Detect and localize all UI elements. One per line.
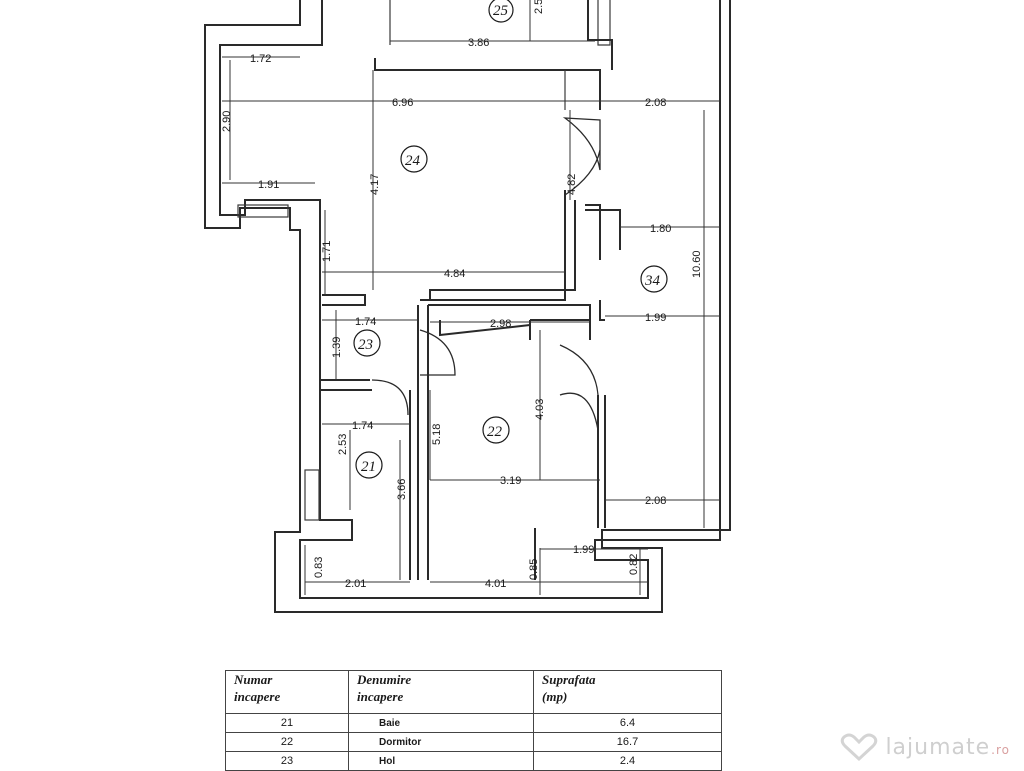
room-area-table: Numar incapere Denumire incapere Suprafa… (225, 670, 722, 771)
room-21-number: 21 (361, 459, 376, 475)
dim-label: 4.82 (566, 174, 578, 195)
cell-room-number: 21 (225, 713, 349, 733)
dim-label: 1.39 (331, 337, 343, 358)
dim-label: 1.80 (650, 223, 671, 235)
dim-label: 2.90 (221, 111, 233, 132)
header-room-area: Suprafata (mp) (533, 670, 722, 714)
dim-label: 0.83 (313, 557, 325, 578)
room-34-marker: 34 (640, 265, 668, 293)
header-room-number: Numar incapere (225, 670, 349, 714)
cell-room-area: 16.7 (533, 732, 722, 752)
room-34-number: 34 (644, 273, 661, 289)
room-23-marker: 23 (353, 329, 381, 357)
dim-label: 1.74 (355, 316, 376, 328)
dim-label: 5.18 (431, 424, 443, 445)
table-row: 22 Dormitor 16.7 (225, 732, 722, 752)
dim-label: 1.72 (250, 53, 271, 65)
header-room-name: Denumire incapere (348, 670, 534, 714)
room-24-marker: 24 (400, 145, 428, 173)
dim-label: 1.91 (258, 179, 279, 191)
dimension-labels: 1.72 3.86 2.90 6.96 2.08 4.17 1.91 4.82 … (221, 0, 703, 590)
dim-label: 4.17 (369, 174, 381, 195)
outer-walls (204, 0, 731, 613)
dim-label: 0.85 (528, 559, 540, 580)
cell-room-number: 22 (225, 732, 349, 752)
watermark-tld: .ro (991, 743, 1010, 757)
room-22-marker: 22 (482, 416, 510, 444)
room-25-number: 25 (493, 3, 509, 19)
dim-label: 2.5 (533, 0, 545, 14)
cell-room-name: Dormitor (348, 732, 534, 752)
watermark-brand: lajumate (885, 734, 991, 760)
dim-label: 2.08 (645, 495, 666, 507)
dim-label: 6.96 (392, 97, 413, 109)
dim-label: 2.08 (645, 97, 666, 109)
dim-label: 1.99 (573, 544, 594, 556)
table-row: 23 Hol 2.4 (225, 751, 722, 771)
room-22-number: 22 (487, 424, 503, 440)
dim-label: 3.86 (468, 37, 489, 49)
room-23-number: 23 (358, 337, 373, 353)
room-24-number: 24 (405, 153, 421, 169)
dim-label: 4.01 (485, 578, 506, 590)
watermark: lajumate.ro (839, 732, 1010, 762)
table-row: 21 Baie 6.4 (225, 713, 722, 733)
dim-label: 2.01 (345, 578, 366, 590)
dim-label: 3.66 (396, 479, 408, 500)
room-21-marker: 21 (355, 451, 383, 479)
room-25-marker: 25 (488, 0, 514, 23)
dim-label: 4.03 (534, 399, 546, 420)
door-swings (371, 117, 601, 431)
dim-label: 2.98 (490, 318, 511, 330)
dimension-lines (222, 0, 720, 595)
dim-label: 1.71 (321, 241, 333, 262)
dim-label: 1.74 (352, 420, 373, 432)
dim-label: 4.84 (444, 268, 465, 280)
dim-label: 3.19 (500, 475, 521, 487)
cell-room-name: Baie (348, 713, 534, 733)
dim-label: 1.99 (645, 312, 666, 324)
cell-room-area: 6.4 (533, 713, 722, 733)
dim-label: 2.53 (337, 434, 349, 455)
dim-label: 10.60 (691, 250, 703, 278)
table-header-row: Numar incapere Denumire incapere Suprafa… (225, 670, 722, 714)
heart-logo-icon (841, 733, 878, 762)
dim-label: 0.82 (628, 554, 640, 575)
room-labels: 25 24 34 23 22 21 (353, 0, 668, 479)
interior-walls (237, 58, 621, 580)
